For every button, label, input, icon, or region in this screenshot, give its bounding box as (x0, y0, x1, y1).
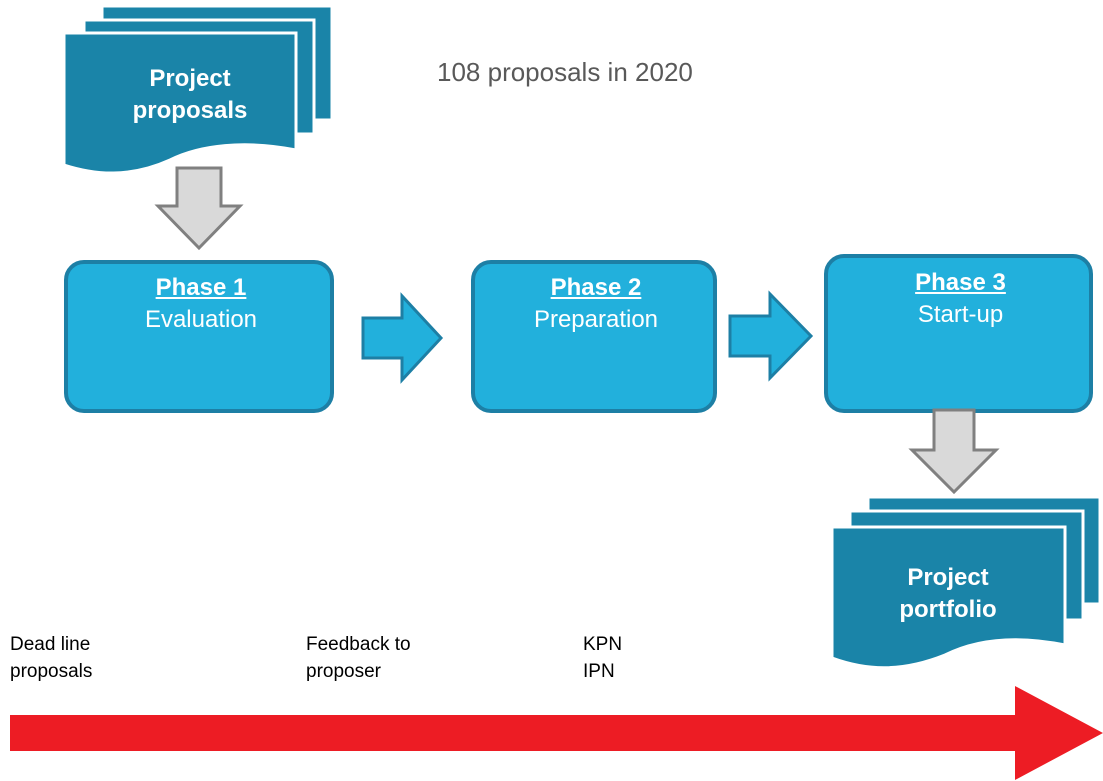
phase-1-subtitle: Evaluation (144, 306, 258, 333)
phase-2-label: Phase 2 Preparation (473, 272, 719, 336)
output-stacked-document-icon (830, 495, 1102, 670)
input-doc-label: Project proposals (110, 63, 270, 127)
right-arrow-icon (361, 292, 444, 384)
timeline-note-kpn-ipn: KPN IPN (583, 631, 783, 685)
phase-3-label: Phase 3 Start-up (826, 267, 1095, 331)
input-stacked-document-icon (62, 4, 334, 175)
input-doc-front-page (62, 31, 298, 175)
output-doc-line2: portfolio (899, 596, 997, 623)
timeline-note-feedback: Feedback to proposer (306, 631, 506, 685)
down-arrow-icon (154, 166, 244, 251)
timeline-note-deadline-line1: Dead line (10, 634, 91, 655)
phase-2-subtitle: Preparation (533, 306, 659, 333)
phase-2-box (471, 260, 717, 413)
phase-1-label: Phase 1 Evaluation (66, 272, 336, 336)
timeline-note-deadline: Dead line proposals (10, 631, 210, 685)
output-doc-label: Project portfolio (868, 562, 1028, 626)
timeline-note-deadline-line2: proposals (10, 661, 93, 682)
timeline-arrow-icon (10, 686, 1103, 780)
output-doc-line1: Project (907, 564, 989, 591)
phase-1-box (64, 260, 334, 413)
timeline-note-kpn-ipn-line2: IPN (583, 661, 615, 682)
phase-1-title: Phase 1 (155, 274, 247, 301)
timeline-note-feedback-line1: Feedback to (306, 634, 411, 655)
output-doc-front-page (830, 525, 1067, 670)
timeline-note-feedback-line2: proposer (306, 661, 381, 682)
timeline-note-kpn-ipn-line1: KPN (583, 634, 623, 655)
right-arrow-icon (728, 290, 814, 382)
proposal-count-text: 108 proposals in 2020 (437, 57, 693, 87)
input-doc-line1: Project (149, 65, 231, 92)
input-doc-line2: proposals (132, 97, 248, 124)
phase-3-subtitle: Start-up (917, 301, 1004, 328)
down-arrow-icon (908, 408, 1000, 495)
phase-2-title: Phase 2 (550, 274, 642, 301)
phase-3-title: Phase 3 (915, 269, 1006, 296)
